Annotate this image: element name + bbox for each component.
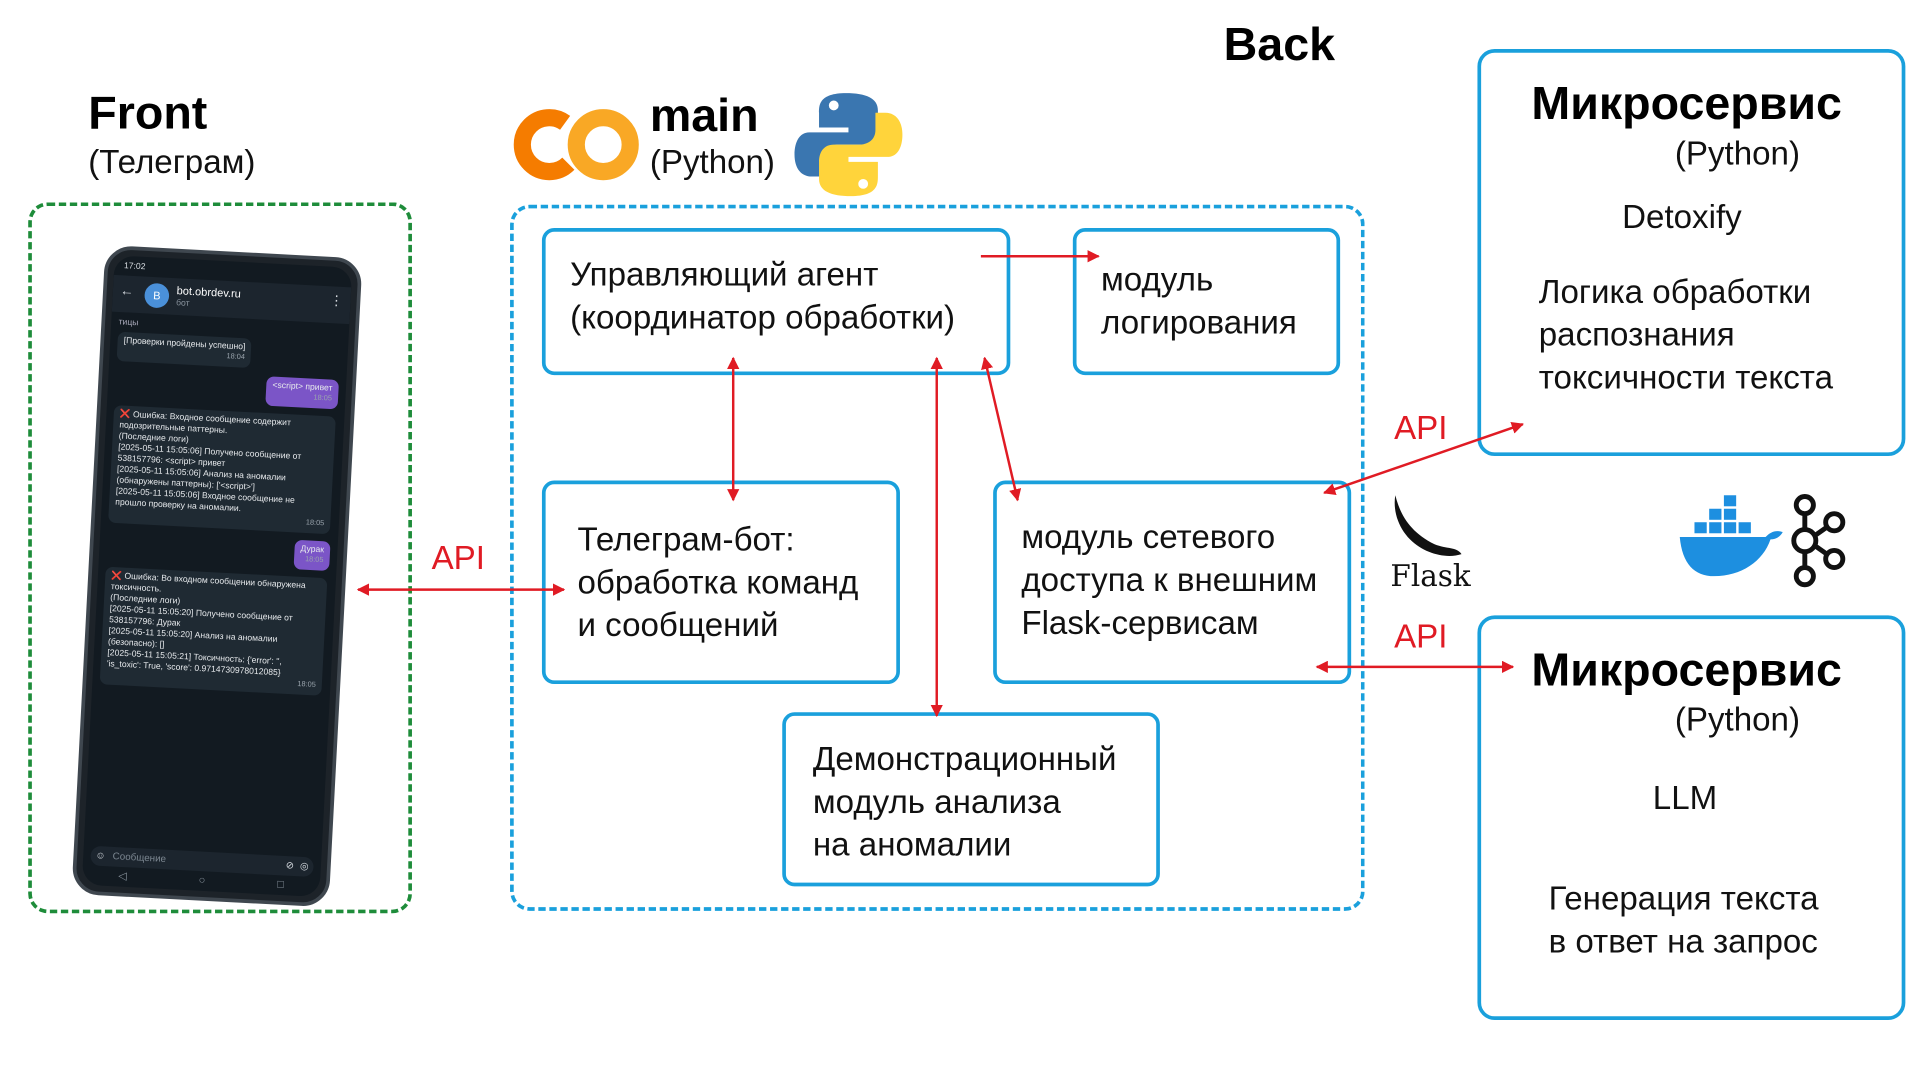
back-container [510, 204, 1365, 911]
microservice-1-title: Микросервис [1531, 78, 1842, 130]
telegram-bot-label: Телеграм-бот: обработка команд и сообщен… [577, 521, 859, 644]
api-label-front: API [431, 539, 485, 577]
logging-label: модуль логирования [1101, 261, 1297, 341]
api-label-llm: API [1394, 617, 1448, 655]
microservice-1-name: Detoxify [1622, 198, 1742, 236]
anomaly-box: Демонстрационный модуль анализа на анома… [782, 712, 1160, 887]
kafka-logo-icon [1791, 494, 1846, 588]
microservice-2-subtitle: (Python) [1674, 701, 1800, 738]
network-box: модуль сетевого доступа к внешним Flask-… [993, 480, 1352, 685]
arrow-agent-network [981, 356, 1022, 502]
microservice-detoxify-box [1477, 49, 1906, 457]
microservice-2-name: LLM [1652, 779, 1718, 817]
logging-box: модуль логирования [1072, 228, 1341, 376]
microservice-1-subtitle: (Python) [1674, 134, 1800, 172]
microservice-2-title: Микросервис [1531, 644, 1842, 697]
front-subtitle: (Телеграм) [88, 143, 256, 181]
microservice-2-description: Генерация текста в ответ на запрос [1548, 880, 1819, 960]
microservice-llm-box [1477, 615, 1906, 1020]
main-title: main [649, 90, 759, 143]
python-logo-icon [794, 93, 903, 197]
agent-label: Управляющий агент (координатор обработки… [570, 256, 956, 336]
front-title: Front [88, 88, 208, 140]
microservice-1-description: Логика обработки распознания токсичности… [1538, 273, 1834, 396]
telegram-bot-box: Телеграм-бот: обработка команд и сообщен… [541, 480, 900, 685]
main-subtitle: (Python) [649, 143, 775, 181]
back-title: Back [1223, 19, 1336, 72]
colab-logo-icon [513, 109, 639, 181]
front-container [28, 202, 412, 914]
flask-label: Flask [1390, 559, 1471, 594]
network-label: модуль сетевого доступа к внешним Flask-… [1021, 518, 1318, 642]
docker-logo-icon [1679, 495, 1783, 577]
anomaly-label: Демонстрационный модуль анализа на анома… [812, 740, 1117, 864]
agent-box: Управляющий агент (координатор обработки… [541, 228, 1011, 376]
flask-logo-icon [1394, 495, 1462, 556]
arrow-network-detoxify [1323, 421, 1524, 496]
